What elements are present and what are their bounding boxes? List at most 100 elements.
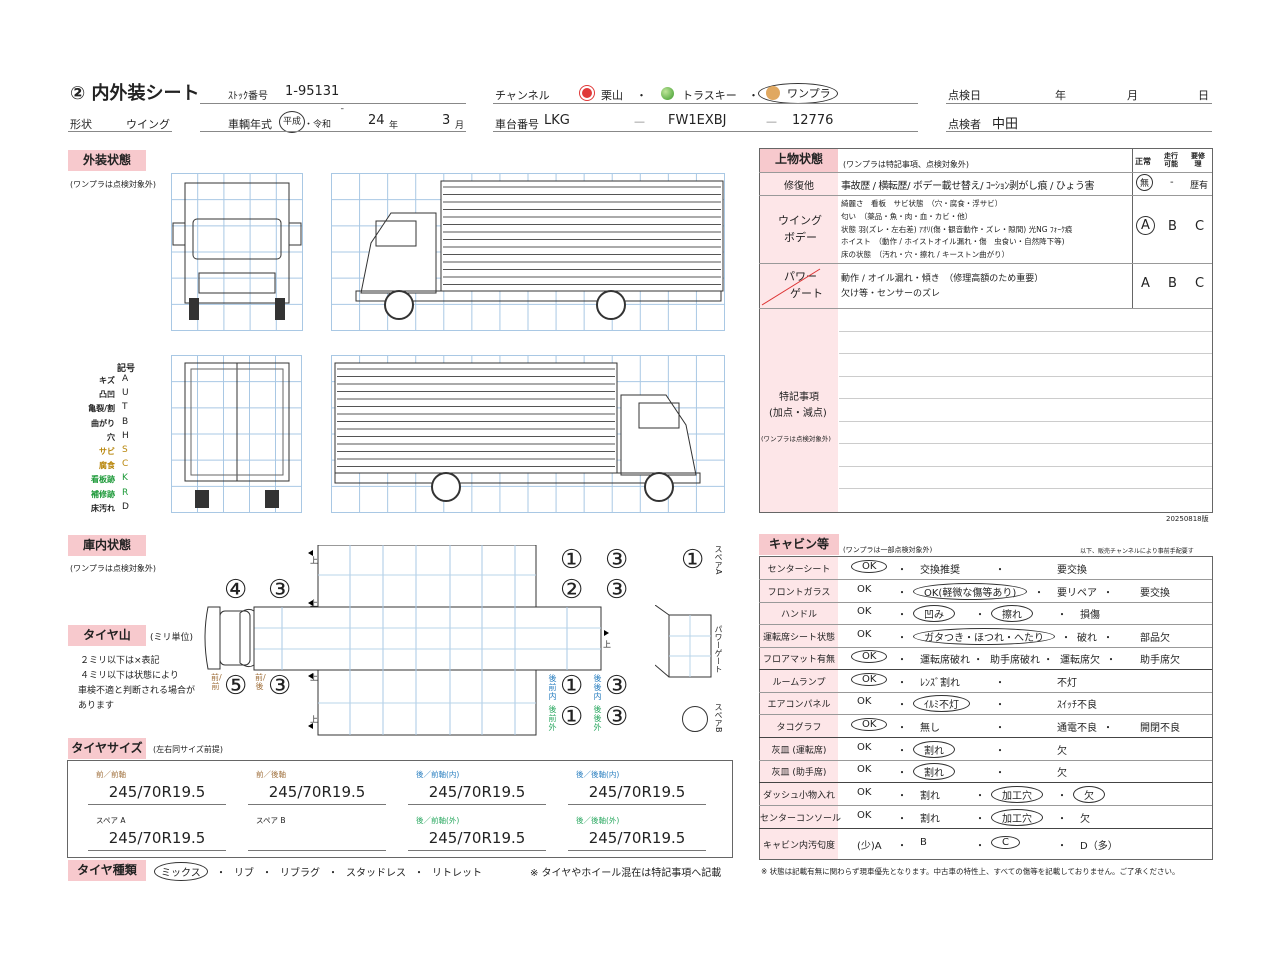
cabin-option[interactable]: 損傷 [1080, 610, 1100, 621]
cabin-option[interactable]: 欠 [1057, 768, 1067, 779]
tire-type-option[interactable]: スタッドレス [346, 868, 406, 879]
tread-rear-rear-outer-right[interactable]: ③ [605, 575, 629, 605]
tread-rear-front-inner-right[interactable]: ① [560, 545, 584, 575]
cabin-option-selected[interactable]: OK [851, 560, 888, 573]
tire-size-value[interactable]: 245/70R19.5 [88, 829, 226, 851]
cabin-option[interactable]: 割れ [920, 813, 940, 825]
cabin-option-selected[interactable]: 割れ [913, 763, 955, 780]
tire-type-option-selected[interactable]: ミックス [154, 862, 208, 881]
cabin-option[interactable]: 助手席破れ ・ [990, 655, 1054, 666]
tread-rear-rear-inner-left[interactable]: ③ [605, 671, 629, 701]
cabin-option-selected[interactable]: ｲﾙﾐ不灯 [913, 695, 970, 712]
cabin-option[interactable]: 部品欠 [1140, 632, 1170, 644]
power-gate-grade-b[interactable]: B [1168, 276, 1177, 291]
tread-rear-front-outer-left[interactable]: ① [560, 702, 584, 732]
cabin-option[interactable]: D（多） [1080, 840, 1118, 852]
tire-type-option[interactable]: リトレット [432, 868, 482, 879]
cabin-option[interactable]: ｽｲｯﾁ不良 [1057, 700, 1097, 711]
cabin-option[interactable]: 開閉不良 [1140, 722, 1180, 734]
month-unit: 月 [1127, 89, 1138, 102]
cabin-option-selected[interactable]: 欠 [1073, 785, 1105, 803]
truck-left-side-view[interactable] [331, 355, 725, 513]
stock-number: 1-95131 [285, 84, 340, 99]
tread-spare-a[interactable]: ① [681, 545, 705, 575]
cabin-option[interactable]: 欠 [1080, 813, 1090, 825]
tire-size-value[interactable]: 245/70R19.5 [568, 783, 706, 805]
repair-grade-history[interactable]: 歴有 [1190, 181, 1209, 191]
tire-size-value[interactable]: 245/70R19.5 [408, 783, 546, 805]
cabin-option[interactable]: OK [857, 786, 872, 798]
truck-rear-view[interactable] [171, 355, 302, 513]
cabin-option-selected[interactable]: OK(軽微な傷等あり) [913, 582, 1028, 600]
tire-type-option[interactable]: リブ [234, 868, 254, 879]
cabin-option[interactable]: OK [857, 696, 872, 707]
tread-front-rear-left[interactable]: ③ [268, 671, 292, 701]
cargo-floor-diagram[interactable] [200, 545, 620, 737]
spare-b-label: スペアB [714, 703, 723, 733]
legend-label: 腐食 [99, 461, 115, 471]
cabin-option[interactable]: 割れ [920, 790, 940, 802]
cabin-option[interactable]: OK [857, 764, 872, 775]
cabin-option-selected[interactable]: OK [851, 650, 888, 663]
tread-rear-rear-inner-right[interactable]: ③ [605, 545, 629, 575]
cabin-option[interactable]: 運転席破れ ・ [920, 655, 984, 666]
tread-rear-front-inner-left[interactable]: ① [560, 671, 584, 701]
tire-size-value[interactable] [248, 829, 386, 851]
cabin-option[interactable]: OK [857, 628, 872, 640]
tread-rear-rear-outer-left[interactable]: ③ [605, 702, 629, 732]
cabin-option[interactable]: 破れ [1077, 632, 1097, 644]
wing-grade-c[interactable]: C [1195, 219, 1205, 234]
truck-front-view[interactable] [171, 173, 303, 331]
tread-front-front-right[interactable]: ④ [224, 575, 248, 605]
power-gate-grade-a[interactable]: A [1141, 276, 1150, 291]
cabin-option[interactable]: 無し [920, 722, 940, 734]
cabin-option[interactable]: 要交換 [1057, 565, 1087, 576]
tire-size-value[interactable]: 245/70R19.5 [568, 829, 706, 851]
cabin-option-selected[interactable]: 凹み [913, 605, 955, 622]
tire-size-value[interactable]: 245/70R19.5 [408, 829, 546, 851]
tire-size-value[interactable]: 245/70R19.5 [88, 783, 226, 805]
cabin-option[interactable]: 欠 [1057, 745, 1067, 757]
cabin-option-selected[interactable]: OK [851, 672, 888, 686]
tire-size-value[interactable]: 245/70R19.5 [248, 783, 386, 805]
cabin-note-right: 以下、販売チャンネルにより事前手配要す [1080, 548, 1194, 555]
tread-spare-b[interactable] [682, 706, 708, 732]
cabin-option-selected[interactable]: 擦れ [991, 605, 1033, 622]
tread-front-front-left[interactable]: ⑤ [224, 671, 248, 701]
cabin-option-selected[interactable]: ガタつき・ほつれ・へたり [913, 627, 1055, 645]
cabin-option[interactable]: 交換推奨 [920, 565, 960, 576]
cabin-option[interactable]: 通電不良 [1057, 722, 1097, 734]
separator: ・ [897, 813, 907, 825]
repair-grade-dash[interactable]: - [1170, 177, 1174, 188]
power-gate-diagram[interactable] [655, 605, 715, 680]
repair-grade-none-selected[interactable]: 無 [1136, 174, 1154, 191]
cabin-option[interactable]: OK [857, 809, 872, 821]
cabin-table [759, 556, 1213, 860]
truck-right-side-view[interactable] [331, 173, 725, 331]
cabin-row-label: センターシート [767, 565, 831, 575]
wing-grade-b[interactable]: B [1168, 219, 1177, 234]
exterior-section-title: 外装状態 [68, 150, 146, 171]
cabin-option[interactable]: 不灯 [1057, 677, 1077, 689]
cabin-option[interactable]: 要交換 [1140, 587, 1170, 599]
cabin-option[interactable]: 助手席欠 [1140, 655, 1180, 666]
cabin-option[interactable]: OK [857, 606, 872, 617]
cabin-option[interactable]: 要リペア [1057, 587, 1097, 599]
tread-front-rear-right[interactable]: ③ [268, 575, 292, 605]
cabin-option[interactable]: 運転席欠 [1060, 655, 1100, 666]
cabin-option-selected[interactable]: C [991, 835, 1020, 849]
cabin-option[interactable]: ﾚﾝｽﾞ割れ [920, 677, 960, 689]
wing-grade-a-selected[interactable]: A [1136, 216, 1155, 235]
chassis-prefix: LKG [544, 113, 570, 128]
tread-rear-front-outer-right[interactable]: ② [560, 575, 584, 605]
cabin-option[interactable]: OK [857, 583, 872, 595]
cabin-option-selected[interactable]: 割れ [913, 740, 955, 758]
tire-type-option[interactable]: リブラグ [280, 868, 320, 879]
cabin-option[interactable]: (少)A [857, 840, 882, 852]
cabin-option[interactable]: OK [857, 741, 872, 753]
cabin-option-selected[interactable]: 加工穴 [991, 785, 1043, 803]
power-gate-grade-c[interactable]: C [1195, 276, 1205, 291]
cabin-option[interactable]: B [920, 836, 927, 848]
cabin-option-selected[interactable]: OK [851, 717, 888, 731]
cabin-option-selected[interactable]: 加工穴 [991, 808, 1043, 826]
